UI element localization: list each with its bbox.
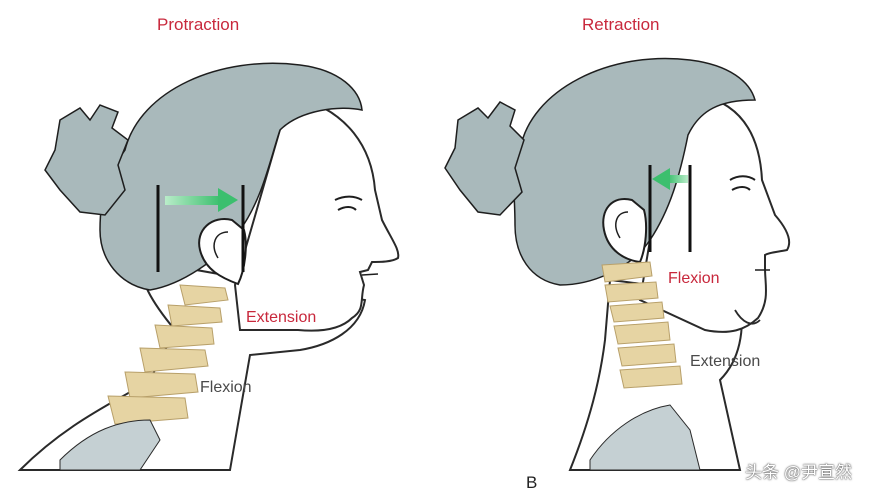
left-cervical-spine <box>107 284 229 425</box>
protraction-title: Protraction <box>157 15 240 34</box>
arrow-left-icon <box>652 168 688 190</box>
arrow-right-icon <box>165 188 238 212</box>
left-hair-bun <box>44 104 129 216</box>
left-face-outline <box>233 93 400 332</box>
protraction-figure <box>17 62 400 471</box>
right-cervical-spine <box>601 261 683 389</box>
right-flexion-label: Flexion <box>668 270 720 287</box>
panel-letter-b: B <box>526 473 538 492</box>
right-extension-label: Extension <box>690 353 761 370</box>
retraction-figure <box>444 57 791 471</box>
right-ear <box>602 198 648 264</box>
retraction-title: Retraction <box>582 15 660 34</box>
left-ear <box>198 218 247 286</box>
right-hair-bun <box>444 101 525 216</box>
right-face-outline <box>638 93 791 333</box>
watermark-text: 头条 @尹宣然 <box>745 463 852 482</box>
right-hair <box>513 57 756 286</box>
left-extension-label: Extension <box>246 309 317 326</box>
left-hair <box>99 62 363 291</box>
left-flexion-label: Flexion <box>200 379 252 396</box>
